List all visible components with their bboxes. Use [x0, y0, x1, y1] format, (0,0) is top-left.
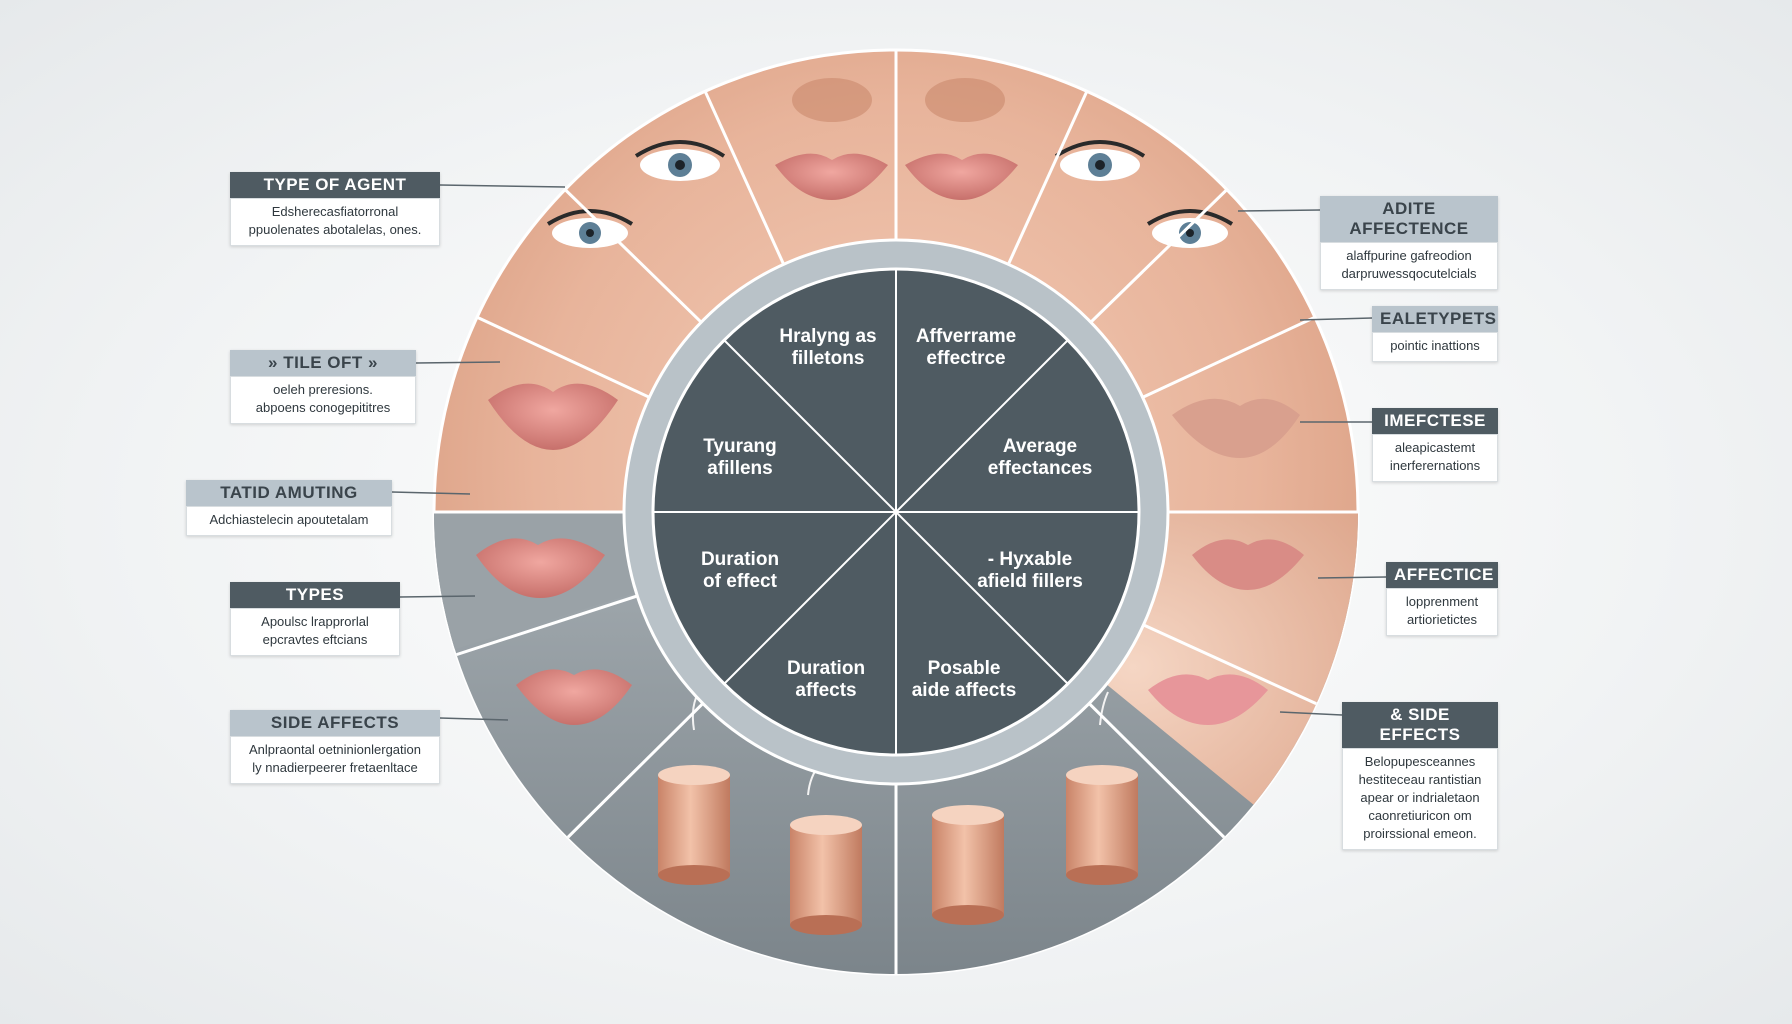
callout-title: » TILE OFT » [230, 350, 416, 376]
callout-body: Adchiastelecin apoutetalam [186, 506, 392, 536]
callout-ealetypets: EALETYPETS pointic inattions [1372, 306, 1498, 362]
callout-title: ADITE AFFECTENCE [1320, 196, 1498, 242]
callout-title: AFFECTICE [1386, 562, 1498, 588]
callout-tile-oft: » TILE OFT » oeleh preresions.abpoens co… [230, 350, 416, 424]
callout-connectors [391, 184, 1387, 721]
callout-title: TYPE OF AGENT [230, 172, 440, 198]
lips-icon [1148, 674, 1268, 725]
callout-side-affects: SIDE AFFECTS Anlpraontal oetninionlergat… [230, 710, 440, 784]
callout-tatid-amuting: TATID AMUTING Adchiastelecin apoutetalam [186, 480, 392, 536]
lips-icon [1192, 539, 1304, 590]
lips-icon [516, 669, 632, 725]
callout-body: oeleh preresions.abpoens conogepititres [230, 376, 416, 424]
callout-title: TATID AMUTING [186, 480, 392, 506]
callout-title: EALETYPETS [1372, 306, 1498, 332]
callout-title: IMEFCTESE [1372, 408, 1498, 434]
filler-cylinder-icon [790, 815, 862, 935]
face-portrait-icon [775, 78, 888, 200]
callout-title: SIDE AFFECTS [230, 710, 440, 736]
lips-icon [476, 538, 605, 598]
face-portrait-icon [546, 209, 634, 248]
face-portrait-icon [905, 78, 1018, 200]
core-dividers [653, 269, 1139, 755]
filler-cylinder-icon [658, 765, 730, 885]
face-portrait-icon [1054, 140, 1146, 181]
lips-icon [1172, 398, 1300, 458]
filler-cylinder-icon [932, 805, 1004, 925]
face-portrait-icon [1146, 209, 1234, 248]
filler-cylinder-icon [1066, 765, 1138, 885]
face-portrait-icon [634, 140, 726, 181]
callout-title: TYPES [230, 582, 400, 608]
lips-icon [488, 383, 618, 450]
callout-body: pointic inattions [1372, 332, 1498, 362]
callout-title: & SIDE EFFECTS [1342, 702, 1498, 748]
